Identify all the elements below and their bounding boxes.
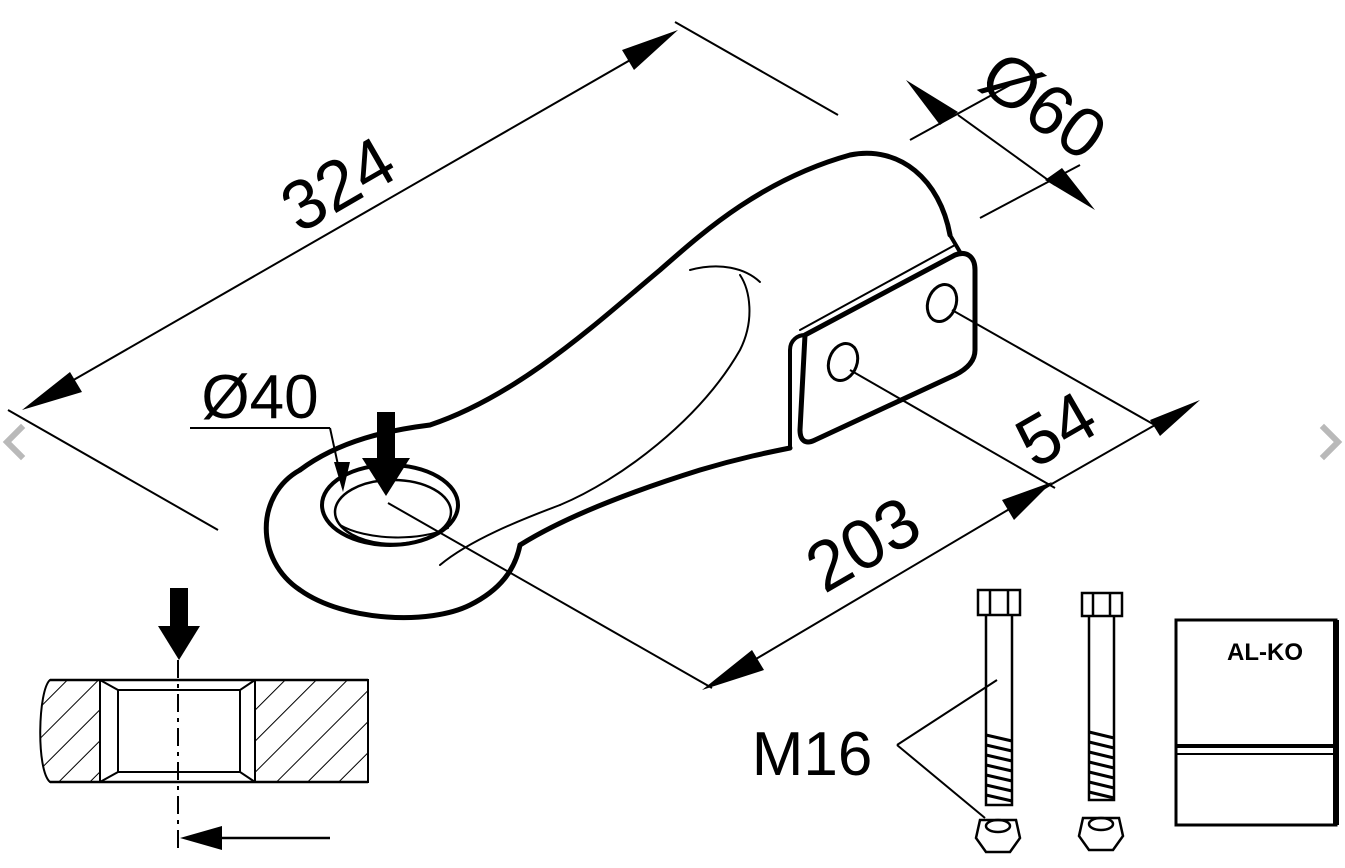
load-arrow-top xyxy=(362,412,410,496)
dim-shank-diameter: Ø60 xyxy=(967,35,1120,175)
bolt-right xyxy=(1077,591,1125,852)
bolt-size-label: M16 xyxy=(752,720,873,789)
m16-leader-lines xyxy=(896,679,998,819)
dimension-lines xyxy=(7,21,1200,690)
dim-eye-to-hole: 203 xyxy=(793,481,933,607)
dim-length-overall: 324 xyxy=(268,121,408,247)
chevron-left-icon xyxy=(2,423,26,461)
chevron-right-icon xyxy=(1319,423,1343,461)
bolt-left xyxy=(974,588,1022,854)
previous-image-button[interactable] xyxy=(0,420,34,464)
dim-eye-diameter: Ø40 xyxy=(201,363,318,432)
next-image-button[interactable] xyxy=(1311,420,1345,464)
brand-label: AL-KO xyxy=(1227,639,1303,666)
instruction-booklet xyxy=(1174,618,1339,827)
section-view xyxy=(39,588,369,850)
